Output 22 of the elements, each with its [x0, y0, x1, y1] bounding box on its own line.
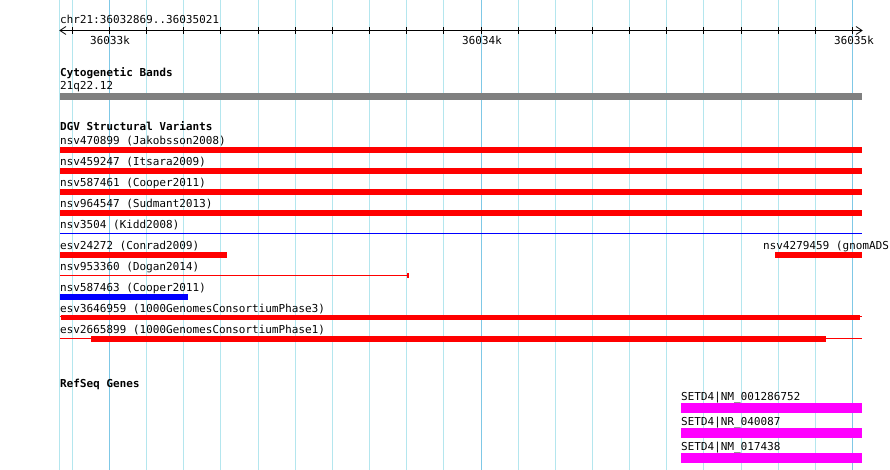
variant-label: esv24272 (Conrad2009) — [60, 240, 200, 252]
track-heading: Cytogenetic Bands — [60, 67, 173, 79]
variant-label: nsv587461 (Cooper2011) — [60, 177, 206, 189]
band-label: 21q22.12 — [60, 80, 113, 92]
track-heading: RefSeq Genes — [60, 378, 140, 390]
variant-label: nsv459247 (Itsara2009) — [60, 156, 206, 168]
variant-label: nsv4279459 (gnomADS — [763, 240, 889, 252]
gene-label: SETD4|NR_040087 — [681, 416, 780, 428]
track-heading: DGV Structural Variants — [60, 121, 212, 133]
variant-label: esv2665899 (1000GenomesConsortiumPhase1) — [60, 324, 325, 336]
tick-label: 36033k — [90, 35, 130, 47]
variant-label: nsv470899 (Jakobsson2008) — [60, 135, 226, 147]
gene-label: SETD4|NM_001286752 — [681, 391, 800, 403]
gene-label: SETD4|NM_017438 — [681, 441, 780, 453]
location-label: chr21:36032869..36035021 — [60, 14, 219, 26]
tick-label: 36035k — [834, 35, 874, 47]
variant-label: nsv587463 (Cooper2011) — [60, 282, 206, 294]
variant-label: nsv953360 (Dogan2014) — [60, 261, 200, 273]
tick-label: 36034k — [462, 35, 502, 47]
variant-label: nsv964547 (Sudmant2013) — [60, 198, 212, 210]
variant-label: nsv3504 (Kidd2008) — [60, 219, 180, 231]
variant-label: esv3646959 (1000GenomesConsortiumPhase3) — [60, 303, 325, 315]
